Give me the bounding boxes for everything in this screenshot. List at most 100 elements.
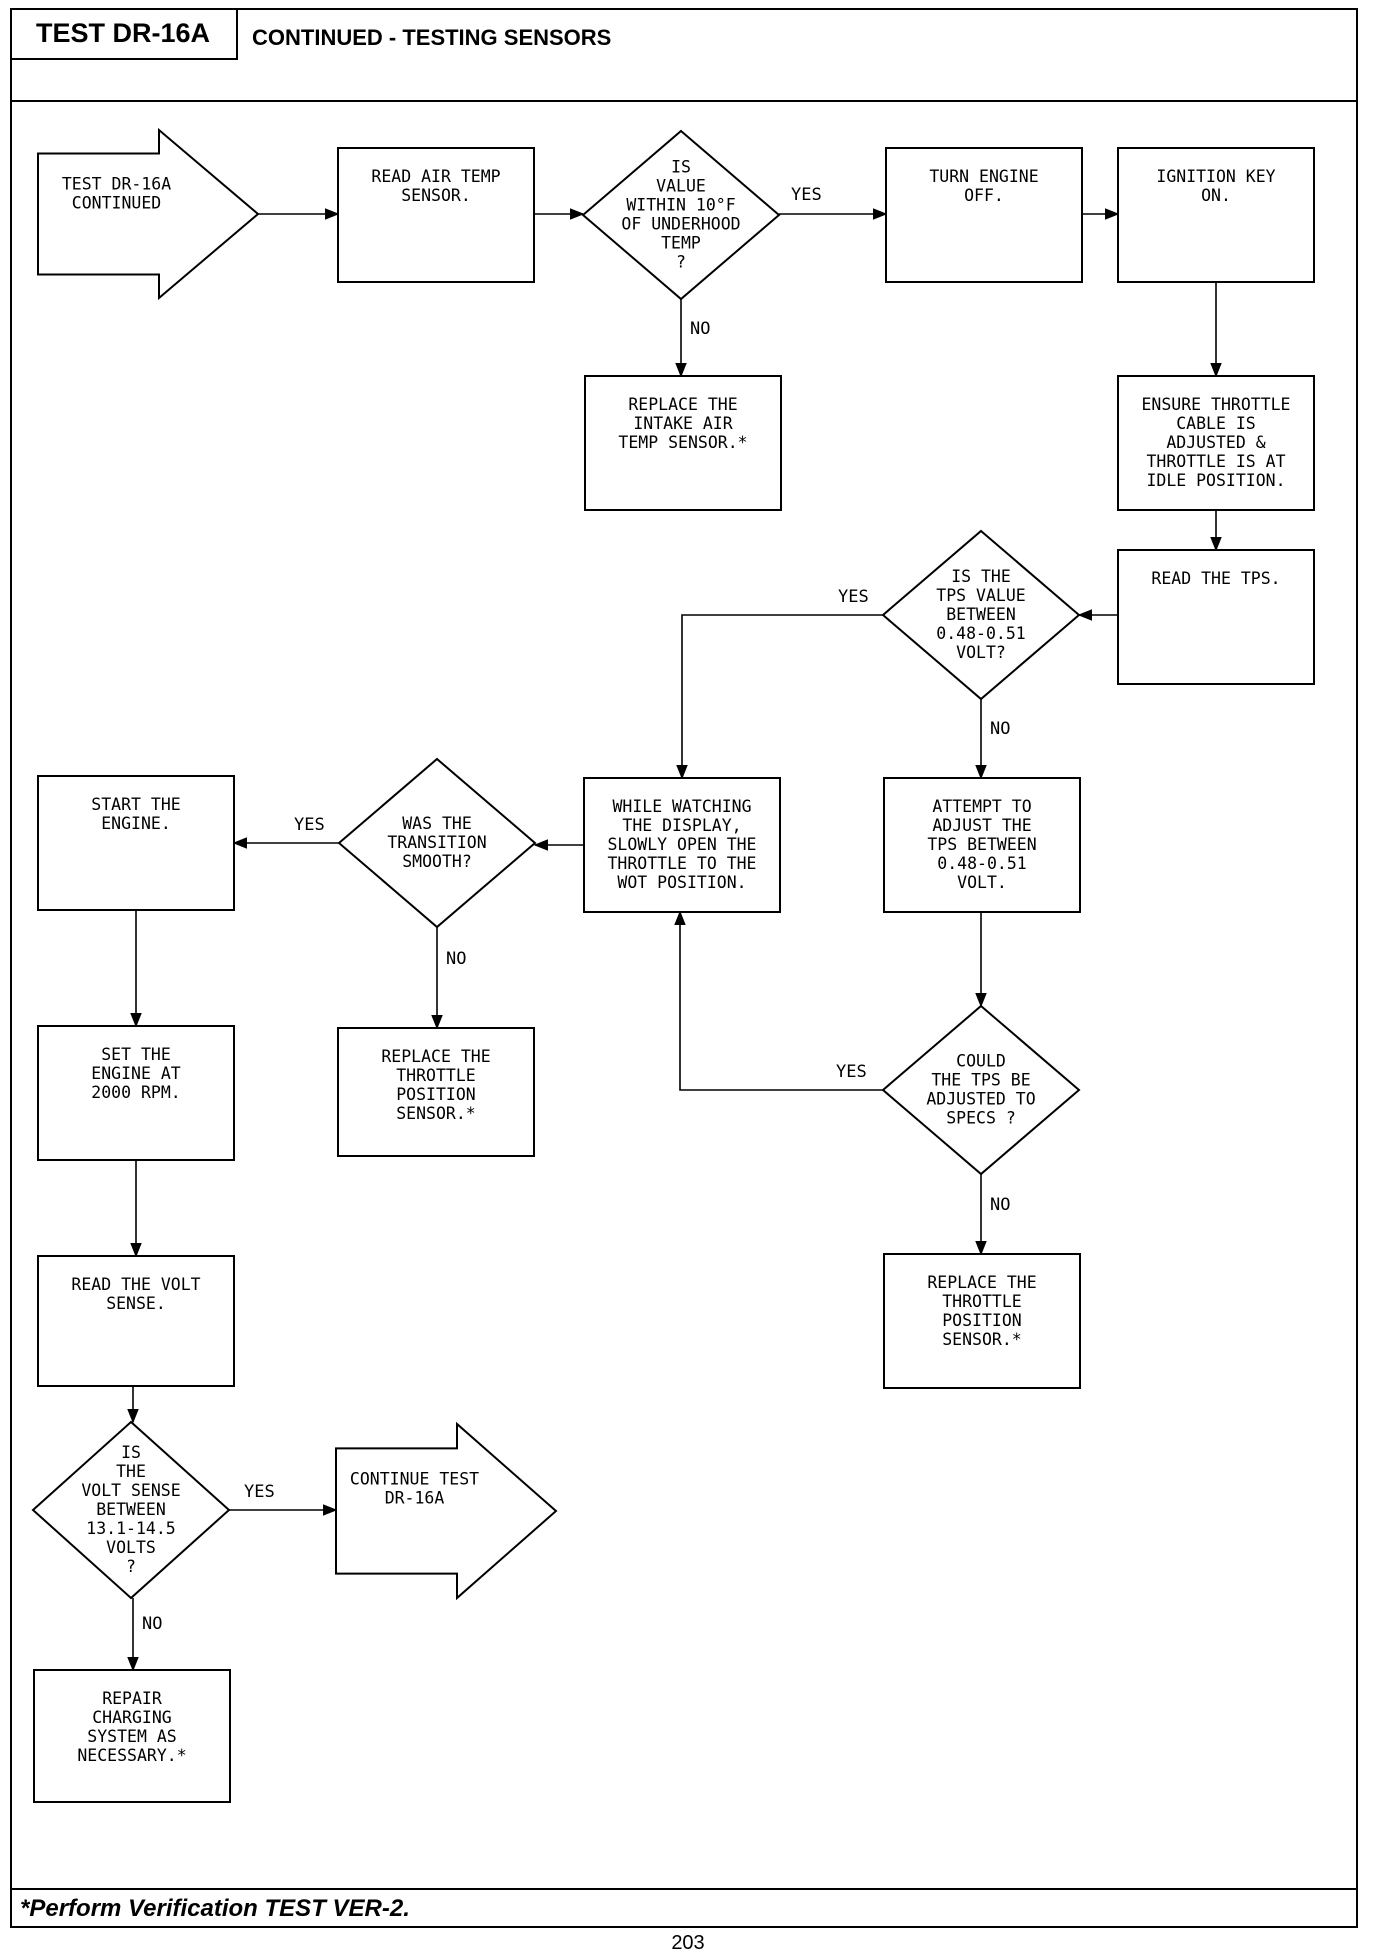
- header-divider: [10, 100, 1358, 102]
- node-text-line: WOT POSITION.: [617, 873, 746, 892]
- process-box: [37, 775, 235, 911]
- edge-tps-adjust-check-to-open-throttle: YES: [674, 910, 883, 1091]
- node-text-line: THROTTLE: [942, 1292, 1021, 1311]
- edge-label-no: NO: [990, 719, 1010, 739]
- edge-label-yes: YES: [294, 815, 325, 835]
- process-box: [1117, 549, 1315, 685]
- edge-label-yes: YES: [836, 1062, 867, 1082]
- process-box: [37, 1255, 235, 1387]
- node-text-line: 13.1-14.5: [86, 1519, 175, 1538]
- page-number: 203: [671, 1932, 705, 1954]
- node-text-line: START THE: [91, 795, 180, 814]
- process-box: [885, 147, 1083, 283]
- edge-label-no: NO: [446, 949, 466, 969]
- edge-tps-check-to-open-throttle: YES: [676, 587, 883, 780]
- edge-air-temp-check-to-replace-air-temp: NO: [675, 299, 710, 378]
- node-text-line: SENSOR.*: [396, 1104, 475, 1123]
- node-text-line: COULD: [956, 1052, 1006, 1071]
- node-text-line: SYSTEM AS: [87, 1727, 176, 1746]
- process-box: [1117, 147, 1315, 283]
- node-text-line: ON.: [1201, 186, 1231, 205]
- edge-tps-check-to-adjust-tps: NO: [975, 699, 1010, 780]
- node-text-line: CONTINUED: [72, 194, 161, 213]
- node-text-line: OFF.: [964, 186, 1004, 205]
- node-text-line: IGNITION KEY: [1156, 167, 1275, 186]
- node-text-line: BETWEEN: [96, 1500, 166, 1519]
- node-text-line: ADJUSTED &: [1166, 433, 1265, 452]
- node-text-line: SENSE.: [106, 1294, 166, 1313]
- node-text-line: CABLE IS: [1176, 414, 1255, 433]
- process-box: [583, 777, 781, 913]
- process-box: [584, 375, 782, 511]
- edge-label-yes: YES: [244, 1482, 275, 1502]
- node-text-line: THE: [116, 1462, 146, 1481]
- edge-air-temp-check-to-engine-off: YES: [779, 185, 888, 220]
- connector-arrow: [674, 910, 883, 1091]
- node-text-line: TURN ENGINE: [929, 167, 1038, 186]
- node-text-line: ?: [126, 1557, 136, 1576]
- node-text-line: SLOWLY OPEN THE: [607, 835, 756, 854]
- edge-tps-adjust-check-to-replace-tps-right: NO: [975, 1174, 1010, 1256]
- node-text-line: THROTTLE IS AT: [1146, 452, 1285, 471]
- connector-arrow: [676, 614, 883, 780]
- edge-transition-check-to-start-engine: YES: [232, 815, 339, 849]
- node-text-line: VOLTS: [106, 1538, 156, 1557]
- node-text-line: SET THE: [101, 1045, 171, 1064]
- edge-label-no: NO: [690, 319, 710, 339]
- node-text-line: IS: [671, 158, 691, 177]
- node-text-line: WHILE WATCHING: [612, 797, 751, 816]
- node-text-line: WAS THE: [402, 814, 472, 833]
- edge-volt-check-to-continue: YES: [229, 1482, 338, 1516]
- decision-diamond: [31, 1420, 231, 1600]
- node-text-line: TPS BETWEEN: [927, 835, 1036, 854]
- node-text-line: READ AIR TEMP: [371, 167, 500, 186]
- process-box: [33, 1669, 231, 1803]
- node-text-line: CHARGING: [92, 1708, 171, 1727]
- edge-volt-check-to-repair-charging: NO: [127, 1598, 162, 1672]
- node-text-line: OF UNDERHOOD: [621, 215, 740, 234]
- edge-label-no: NO: [142, 1614, 162, 1634]
- edge-label-no: NO: [990, 1195, 1010, 1215]
- node-text-line: ADJUST THE: [932, 816, 1031, 835]
- node-text-line: READ THE TPS.: [1151, 569, 1280, 588]
- node-text-line: 2000 RPM.: [91, 1083, 180, 1102]
- node-text-line: INTAKE AIR: [633, 414, 732, 433]
- node-read-tps: READ THE TPS.: [1117, 549, 1315, 685]
- node-text-line: REPLACE THE: [381, 1047, 490, 1066]
- decision-diamond: [337, 757, 537, 929]
- node-text-line: SPECS ?: [946, 1109, 1016, 1128]
- node-text-line: POSITION: [942, 1311, 1021, 1330]
- decision-diamond: [581, 129, 781, 301]
- node-text-line: TEMP SENSOR.*: [618, 433, 747, 452]
- process-box: [883, 777, 1081, 913]
- section-title: CONTINUED - TESTING SENSORS: [252, 25, 612, 50]
- flowchart-edges: YES NO YES NO YES NO YES NO YES NO: [127, 185, 1222, 1672]
- node-text-line: VOLT SENSE: [81, 1481, 180, 1500]
- node-text-line: IS: [121, 1443, 141, 1462]
- node-text-line: REPLACE THE: [628, 395, 737, 414]
- connector-arrow-shape: [335, 1421, 558, 1601]
- node-text-line: IS THE: [951, 567, 1011, 586]
- node-text-line: ?: [676, 253, 686, 272]
- node-text-line: THROTTLE: [396, 1066, 475, 1085]
- node-text-line: ENGINE AT: [91, 1064, 180, 1083]
- process-box: [37, 1025, 235, 1161]
- node-text-line: CONTINUE TEST: [350, 1469, 479, 1488]
- node-text-line: TPS VALUE: [936, 586, 1025, 605]
